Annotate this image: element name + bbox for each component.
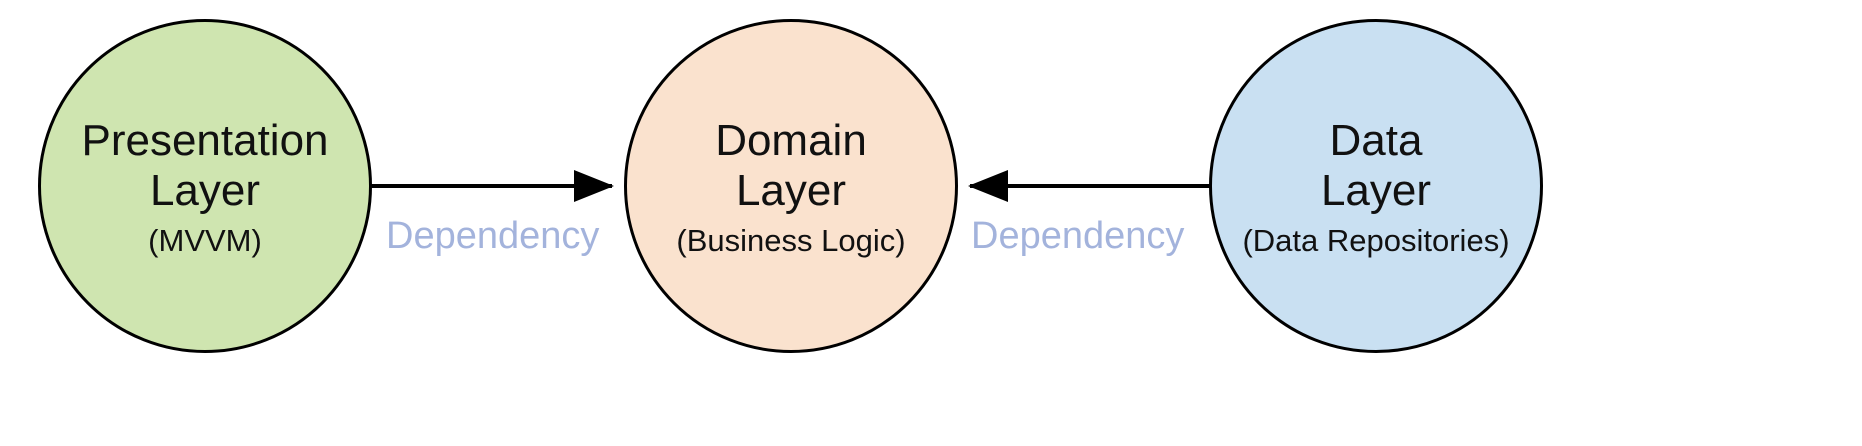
node-domain-title: Domain Layer bbox=[715, 116, 867, 215]
node-data-title-line-1: Data bbox=[1329, 116, 1423, 166]
node-data-subtitle: (Data Repositories) bbox=[1242, 222, 1510, 258]
node-data-title: Data Layer bbox=[1321, 116, 1431, 215]
node-presentation-layer[interactable]: Presentation Layer (MVVM) bbox=[38, 19, 372, 353]
node-presentation-title-line-2: Layer bbox=[149, 166, 261, 215]
edge-label-presentation-to-domain: Dependency bbox=[386, 215, 600, 257]
node-domain-title-line-2: Layer bbox=[735, 166, 847, 215]
edge-label-data-to-domain: Dependency bbox=[971, 215, 1185, 257]
node-data-layer[interactable]: Data Layer (Data Repositories) bbox=[1209, 19, 1543, 353]
node-data-title-line-2: Layer bbox=[1320, 166, 1432, 215]
node-presentation-subtitle: (MVVM) bbox=[148, 222, 262, 258]
node-presentation-title-line-1: Presentation bbox=[81, 116, 329, 166]
node-domain-layer[interactable]: Domain Layer (Business Logic) bbox=[624, 19, 958, 353]
node-presentation-title: Presentation Layer bbox=[81, 116, 328, 215]
node-domain-title-line-1: Domain bbox=[715, 116, 867, 166]
node-domain-subtitle: (Business Logic) bbox=[676, 222, 906, 258]
